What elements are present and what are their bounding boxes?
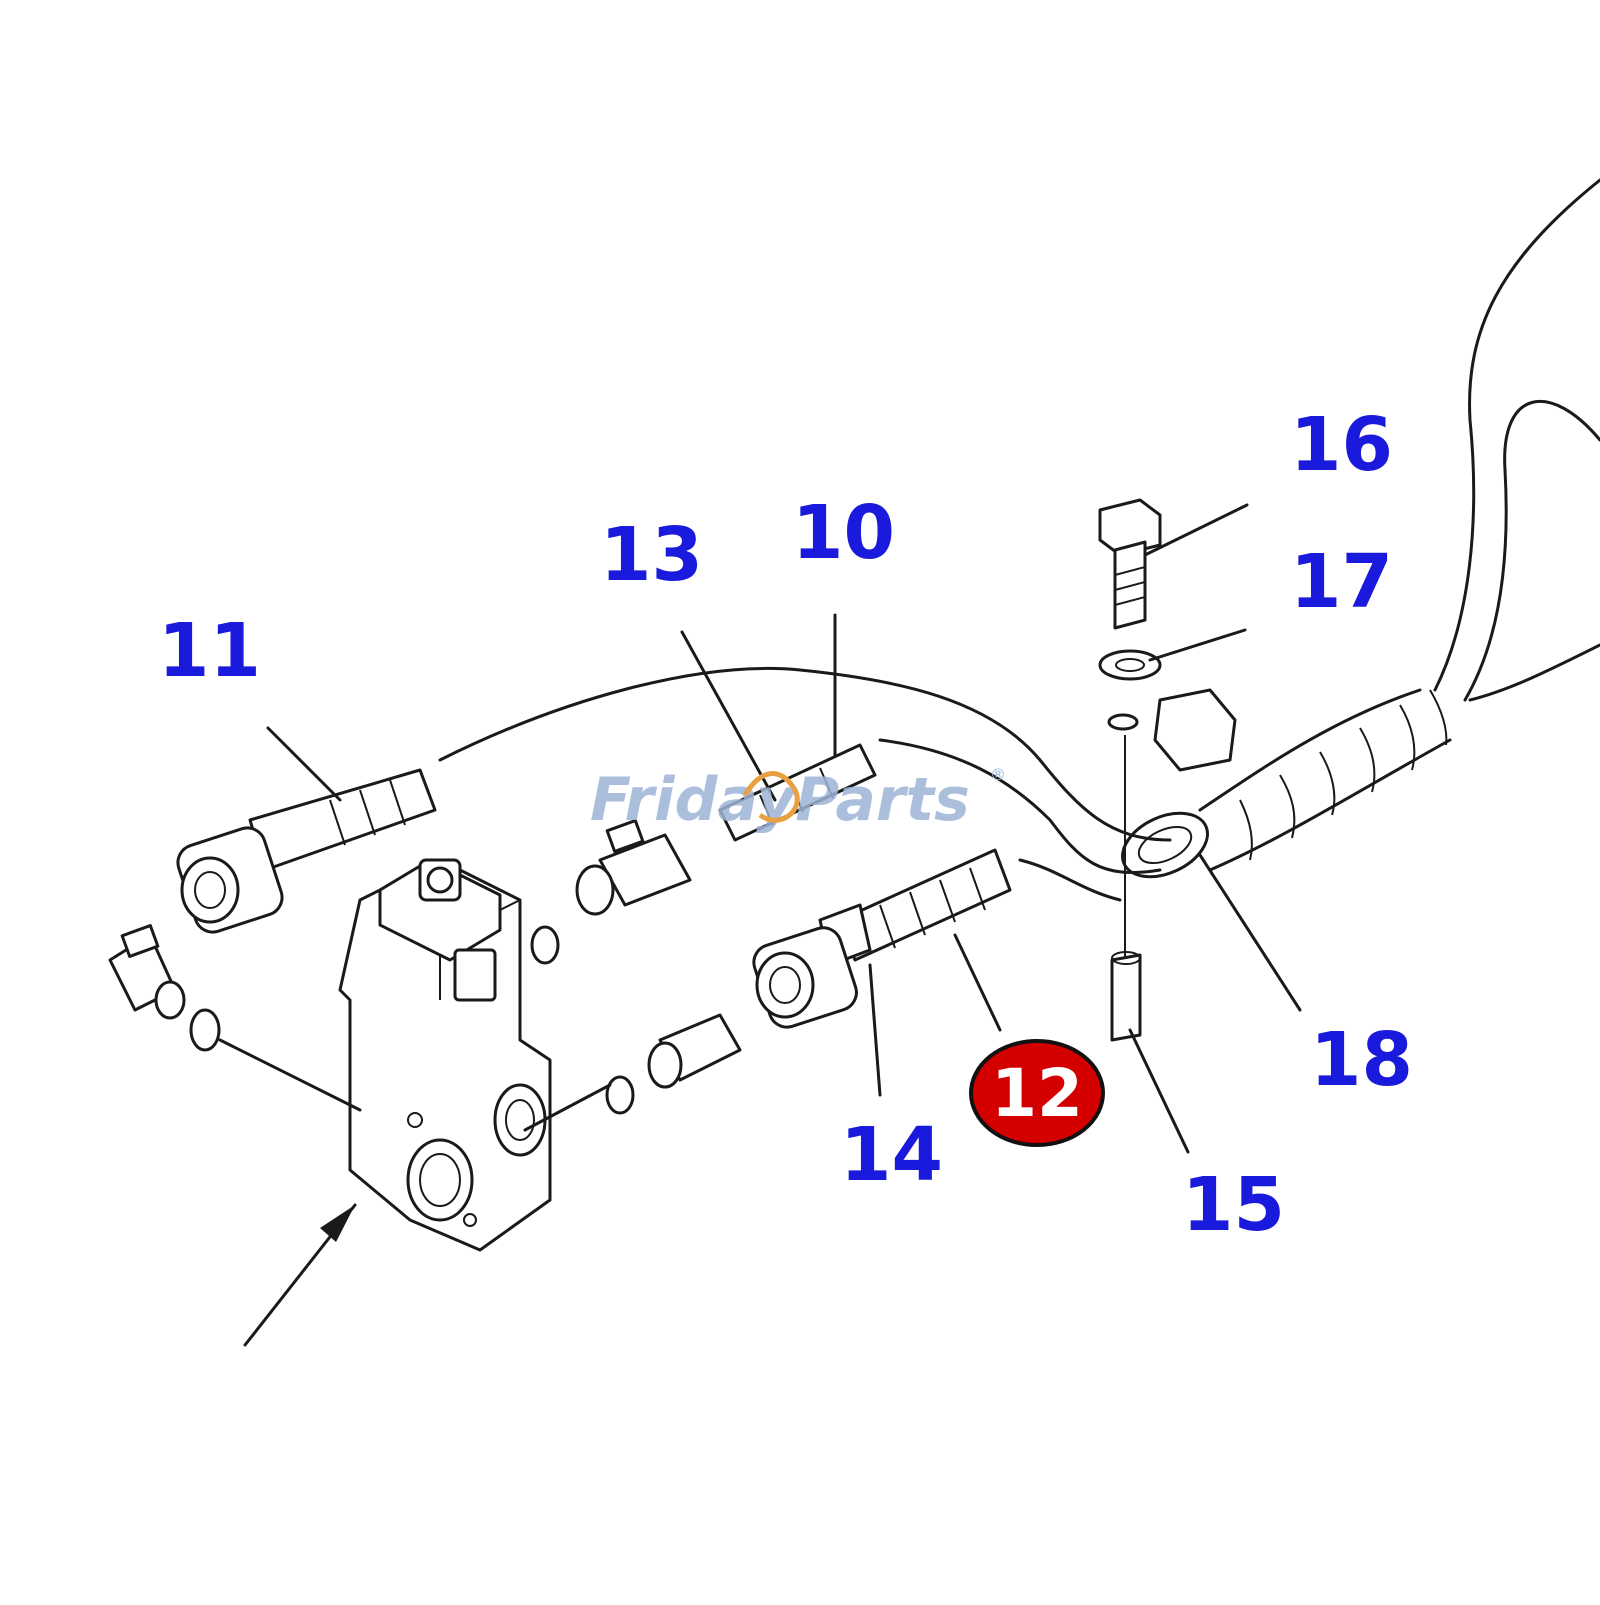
leader-17 [1148,628,1247,662]
highlight-badge [969,1039,1105,1147]
callout-14: 14 [840,1112,943,1198]
clamp-ring [1121,811,1209,879]
callout-15: 15 [1182,1162,1285,1248]
leader-16 [1143,503,1249,557]
watermark: FridayParts ® [590,765,1006,835]
callout-13: 13 [600,512,703,598]
o-ring-a [189,1008,221,1052]
callout-12-highlight: 12 [969,1039,1105,1147]
hose-12 [752,848,1012,1029]
callouts: 11 13 10 16 17 18 15 14 12 [158,402,1413,1248]
leader-o-ring [523,1083,612,1132]
callout-16: 16 [1290,402,1393,488]
fitting-center [647,1013,742,1089]
leader-18 [1198,853,1302,1012]
callout-12: 12 [991,1055,1083,1132]
tube-lower [878,738,1162,875]
hose-wrap-1 [1239,799,1253,861]
hose-wrap-6 [1429,689,1448,746]
arrow-head [320,1205,355,1242]
o-ring-c [605,1075,635,1115]
hose-right-branch [1468,643,1600,702]
hose-bundle-upper [1198,688,1422,812]
bolt-16 [1098,498,1162,630]
callout-11: 11 [158,608,261,694]
leader-12 [953,933,1002,1032]
leader-valve [218,1038,362,1112]
fitting-13 [575,819,692,916]
callout-18: 18 [1310,1017,1413,1103]
watermark-accent-swoosh [742,771,800,823]
hose-top-right-outer [1433,178,1600,692]
leader-13 [680,630,777,802]
line-art [108,178,1600,1252]
tube-12-end [1018,858,1122,902]
leader-15 [1128,1028,1190,1154]
valve-block [338,858,552,1252]
callout-17: 17 [1290,539,1393,625]
tube-upper [438,666,1172,842]
clip-block [1153,688,1237,772]
washer-17 [1098,649,1162,681]
hose-top-right-inner [1463,400,1600,702]
hose-wrap-2 [1279,774,1296,839]
leader-14 [868,963,882,1097]
hose-wrap-4 [1359,727,1376,793]
hose-wrap-5 [1399,704,1416,771]
hose-bundle-lower [1208,738,1452,872]
fitting-left [108,924,186,1020]
watermark-registered-mark: ® [990,765,1006,784]
clamp-ring-inner [1137,825,1193,865]
hose-wrap-3 [1319,751,1336,816]
hose-11 [176,768,437,934]
leader-lines [218,503,1302,1347]
leader-11 [266,726,342,802]
o-ring-b [530,925,560,965]
callout-10: 10 [792,490,895,576]
spacer-15 [1110,953,1142,1042]
